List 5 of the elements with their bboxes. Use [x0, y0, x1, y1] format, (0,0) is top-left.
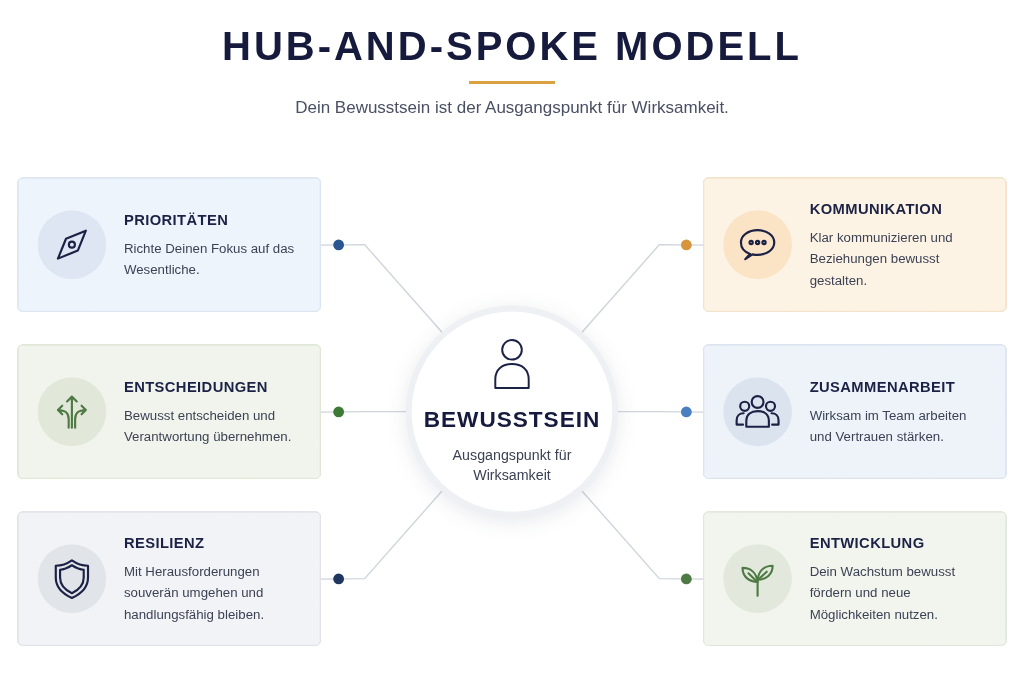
connector	[579, 488, 705, 585]
connector	[320, 488, 445, 585]
title: HUB-AND-SPOKE MODELL	[222, 24, 802, 69]
subtitle: Dein Bewusstsein ist der Ausgangspunkt für Wirksamkeit.	[295, 98, 729, 118]
node-circle: BEWUSSTSEIN Ausgangspunkt für Wirksamkeit	[405, 305, 619, 519]
